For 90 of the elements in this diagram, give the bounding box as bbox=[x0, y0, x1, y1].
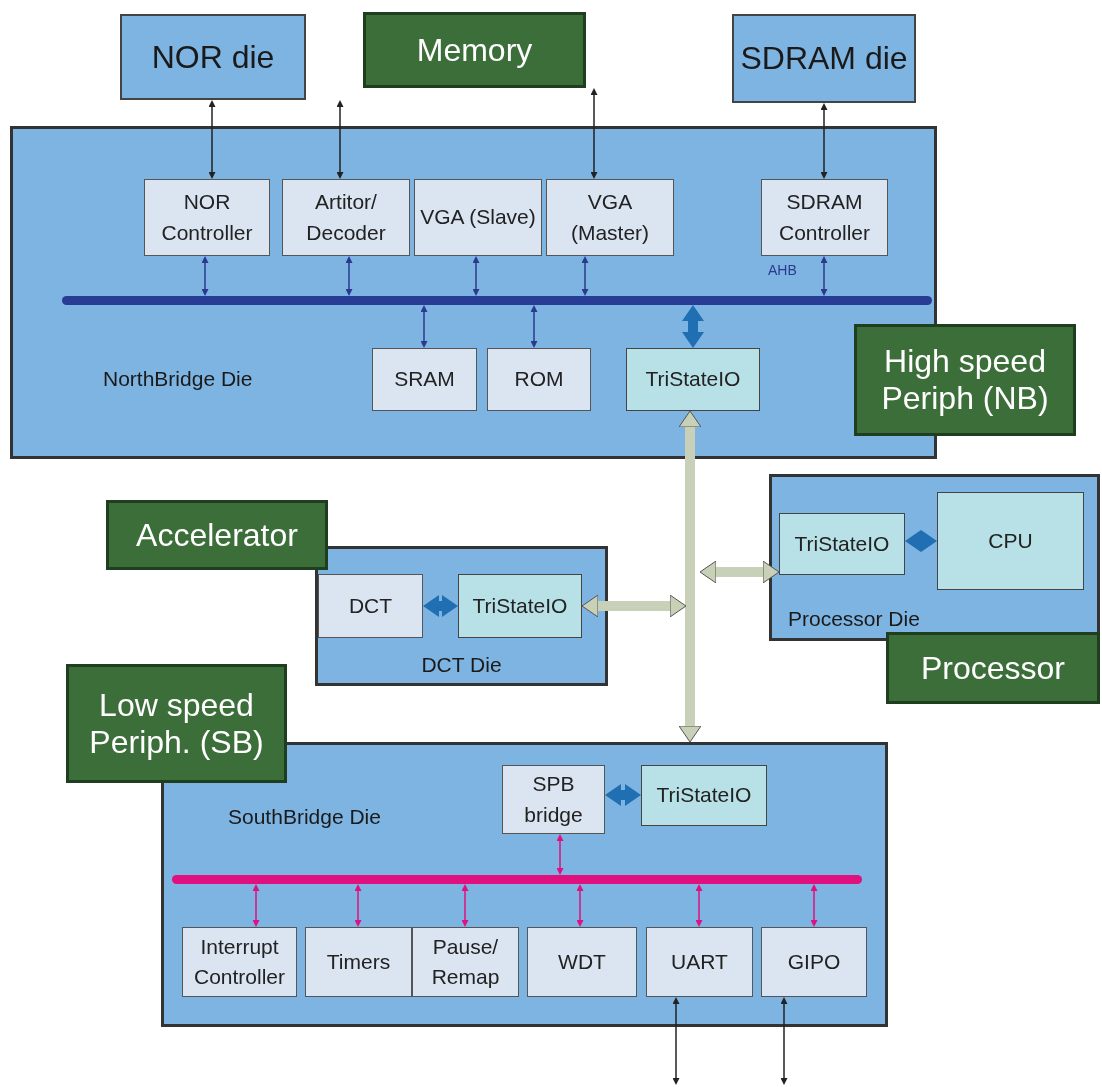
bus-arrow bbox=[905, 530, 937, 552]
module-box bbox=[761, 179, 888, 256]
category-label-box bbox=[886, 632, 1100, 704]
die-label: NorthBridge Die bbox=[103, 367, 253, 391]
arrow bbox=[556, 834, 564, 875]
arrow bbox=[820, 256, 828, 296]
arrow bbox=[201, 256, 209, 296]
tristate-io-box bbox=[779, 513, 905, 575]
box-label: ROM bbox=[513, 366, 565, 393]
arrow bbox=[672, 997, 680, 1085]
box-label: DCT bbox=[347, 592, 394, 619]
arrow bbox=[208, 100, 216, 179]
box-label: TriStateIO bbox=[471, 592, 569, 619]
bus-arrow bbox=[581, 594, 687, 618]
die-label: DCT Die bbox=[420, 653, 503, 677]
bus-arrow bbox=[678, 410, 702, 743]
box-label: SPB bridge bbox=[523, 771, 584, 828]
module-box bbox=[282, 179, 410, 256]
box-label: Low speed Periph. (SB) bbox=[88, 686, 265, 761]
box-label: UART bbox=[670, 948, 729, 975]
box-label: Processor bbox=[919, 649, 1066, 687]
module-box bbox=[372, 348, 477, 411]
arrow bbox=[354, 884, 362, 927]
module-box bbox=[502, 765, 605, 834]
box-label: WDT bbox=[557, 948, 607, 975]
box-label: SRAM bbox=[393, 366, 456, 393]
box-label: TriStateIO bbox=[644, 366, 742, 393]
box-label: TriStateIO bbox=[793, 530, 891, 557]
arrow bbox=[472, 256, 480, 296]
module-box bbox=[646, 927, 753, 997]
box-label: NOR die bbox=[150, 38, 276, 76]
arrow bbox=[530, 305, 538, 348]
tristate-io-box bbox=[937, 492, 1084, 590]
arrow bbox=[695, 884, 703, 927]
die-panel bbox=[315, 546, 608, 686]
box-label: Artitor/ Decoder bbox=[305, 189, 387, 246]
module-box bbox=[487, 348, 591, 411]
arrow bbox=[336, 100, 344, 179]
die-label: Processor Die bbox=[788, 607, 920, 631]
tristate-io-box bbox=[458, 574, 582, 638]
category-label-box bbox=[854, 324, 1076, 436]
arrow bbox=[461, 884, 469, 927]
die-box bbox=[732, 14, 916, 103]
bus-bar bbox=[62, 296, 932, 305]
module-box bbox=[182, 927, 297, 997]
arrow bbox=[590, 88, 598, 179]
box-label: TriStateIO bbox=[655, 782, 753, 809]
die-box bbox=[120, 14, 306, 100]
arrow bbox=[420, 305, 428, 348]
box-label: NOR Controller bbox=[160, 189, 254, 246]
module-box bbox=[546, 179, 674, 256]
tristate-io-box bbox=[626, 348, 760, 411]
arrow bbox=[345, 256, 353, 296]
bus-arrow bbox=[699, 560, 780, 584]
box-label: CPU bbox=[987, 527, 1034, 554]
arrow bbox=[581, 256, 589, 296]
module-box bbox=[412, 927, 519, 997]
arrow bbox=[820, 103, 828, 179]
module-box bbox=[761, 927, 867, 997]
category-label-box bbox=[363, 12, 586, 88]
module-box bbox=[144, 179, 270, 256]
box-label: Accelerator bbox=[135, 516, 299, 554]
box-label: Interrupt Controller bbox=[192, 933, 286, 990]
die-panel bbox=[769, 474, 1100, 641]
module-box bbox=[305, 927, 412, 997]
tristate-io-box bbox=[641, 765, 767, 826]
arrow bbox=[576, 884, 584, 927]
box-label: VGA (Master) bbox=[569, 189, 651, 246]
bus-bar bbox=[172, 875, 862, 884]
bus-label: AHB bbox=[768, 262, 797, 278]
bus-arrow bbox=[605, 784, 641, 806]
category-label-box bbox=[66, 664, 287, 783]
die-label: SouthBridge Die bbox=[228, 805, 381, 829]
box-label: VGA (Slave) bbox=[419, 204, 537, 231]
box-label: GIPO bbox=[786, 948, 842, 975]
arrow bbox=[252, 884, 260, 927]
box-label: Timers bbox=[325, 948, 392, 975]
bus-arrow bbox=[423, 595, 458, 617]
box-label: Pause/ Remap bbox=[430, 933, 501, 990]
bus-arrow bbox=[682, 305, 704, 348]
arrow bbox=[780, 997, 788, 1085]
box-label: High speed Periph (NB) bbox=[880, 343, 1050, 417]
category-label-box bbox=[106, 500, 328, 570]
module-box bbox=[414, 179, 542, 256]
box-label: SDRAM Controller bbox=[777, 189, 871, 246]
module-box bbox=[318, 574, 423, 638]
module-box bbox=[527, 927, 637, 997]
box-label: SDRAM die bbox=[739, 40, 909, 77]
arrow bbox=[810, 884, 818, 927]
box-label: Memory bbox=[415, 31, 534, 69]
